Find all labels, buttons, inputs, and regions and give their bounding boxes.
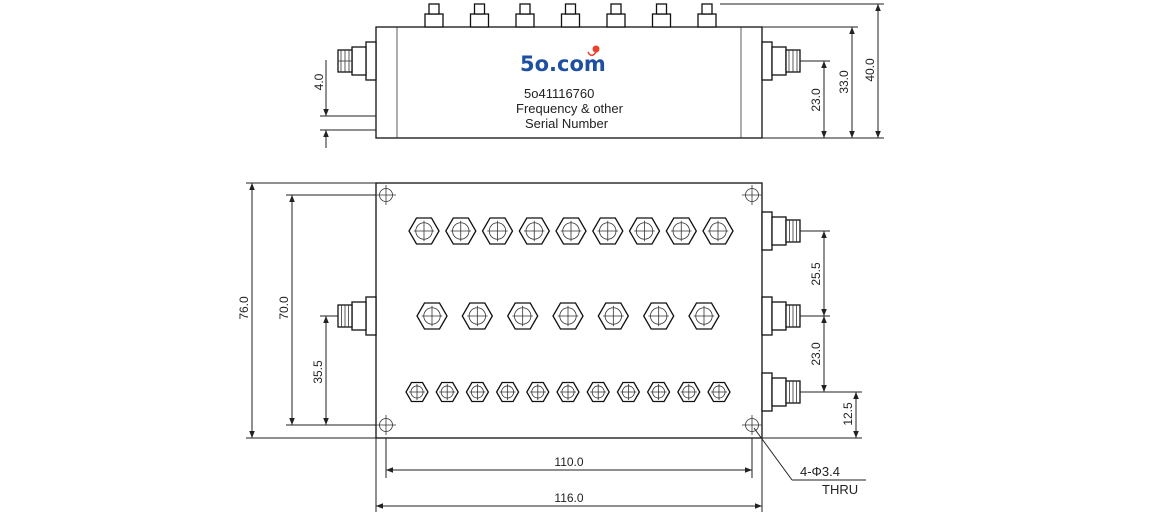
dim-top-25-5: 25.5 (809, 262, 823, 286)
side-tuning-screw (651, 3, 672, 28)
top-view-sma-connectors (337, 211, 801, 412)
side-tuning-screw (469, 3, 490, 28)
label-serial-number: Serial Number (525, 116, 609, 131)
dim-side-23: 23.0 (809, 88, 823, 112)
sma-connector (761, 296, 801, 336)
mounting-hole (376, 415, 396, 435)
tuning-screw (702, 217, 734, 245)
tuning-screw (465, 381, 490, 403)
tuning-screw (518, 217, 551, 245)
tuning-screw (586, 381, 610, 403)
tuning-screw (592, 217, 624, 245)
top-view: 76.0 70.0 35.5 25.5 23.0 12.5 110.0 116.… (237, 182, 866, 512)
tuning-screws-lower-row (405, 381, 731, 403)
dim-top-23: 23.0 (809, 342, 823, 366)
tuning-screw (416, 302, 448, 330)
tuning-screw (646, 381, 671, 403)
tuning-screw (616, 381, 641, 403)
mounting-hole (742, 415, 762, 435)
mounting-holes (376, 185, 762, 435)
tuning-screw (506, 302, 539, 330)
tuning-screw (665, 217, 698, 245)
tuning-screw (526, 381, 550, 403)
label-frequency: Frequency & other (516, 101, 624, 116)
mounting-hole (742, 185, 762, 205)
sma-connector (761, 372, 801, 412)
dim-top-12-5: 12.5 (841, 402, 855, 426)
side-tuning-screw (424, 3, 444, 28)
tuning-screw (405, 381, 429, 403)
tuning-screw (707, 381, 731, 403)
dim-side-40: 40.0 (863, 58, 877, 82)
sma-connector (337, 296, 377, 336)
mounting-hole (376, 185, 396, 205)
tuning-screw (555, 217, 587, 245)
tuning-screw (628, 217, 661, 245)
tuning-screw (677, 381, 701, 403)
hole-note-thru: THRU (822, 482, 858, 497)
side-view-tuning-screws (424, 3, 717, 28)
tuning-screw (642, 302, 675, 330)
part-number: 5o41116760 (524, 86, 594, 101)
side-tuning-screw (606, 3, 626, 28)
side-tuning-screw (560, 3, 581, 28)
tuning-screw (552, 302, 584, 330)
side-left-sma-connector (337, 41, 377, 81)
side-tuning-screw (515, 3, 535, 28)
sma-connector (761, 211, 801, 251)
tuning-screws-upper-row (408, 217, 734, 245)
tuning-screw (461, 302, 494, 330)
tuning-screws-middle-row (416, 302, 720, 330)
dim-top-116: 116.0 (554, 491, 583, 505)
tuning-screw (435, 381, 459, 403)
tuning-screw (445, 217, 477, 245)
tuning-screw (556, 381, 580, 403)
dim-top-70: 70.0 (277, 296, 291, 320)
dim-connector-height: 4.0 (312, 73, 326, 90)
side-view-body (375, 26, 763, 139)
dim-top-76: 76.0 (237, 296, 251, 320)
side-tuning-screw (697, 3, 717, 28)
tuning-screw (597, 302, 630, 330)
dim-top-110: 110.0 (554, 455, 583, 469)
side-view: 5o.com 5o41116760 Frequency & other Seri… (312, 3, 884, 148)
tuning-screw (408, 217, 440, 245)
tuning-screw (495, 381, 520, 403)
dim-side-33: 33.0 (837, 70, 851, 94)
dim-top-35-5: 35.5 (311, 360, 325, 384)
hole-note: 4-Φ3.4 (800, 464, 840, 479)
tuning-screw (481, 217, 514, 245)
side-right-sma-connector (761, 41, 801, 81)
tuning-screw (688, 302, 720, 330)
